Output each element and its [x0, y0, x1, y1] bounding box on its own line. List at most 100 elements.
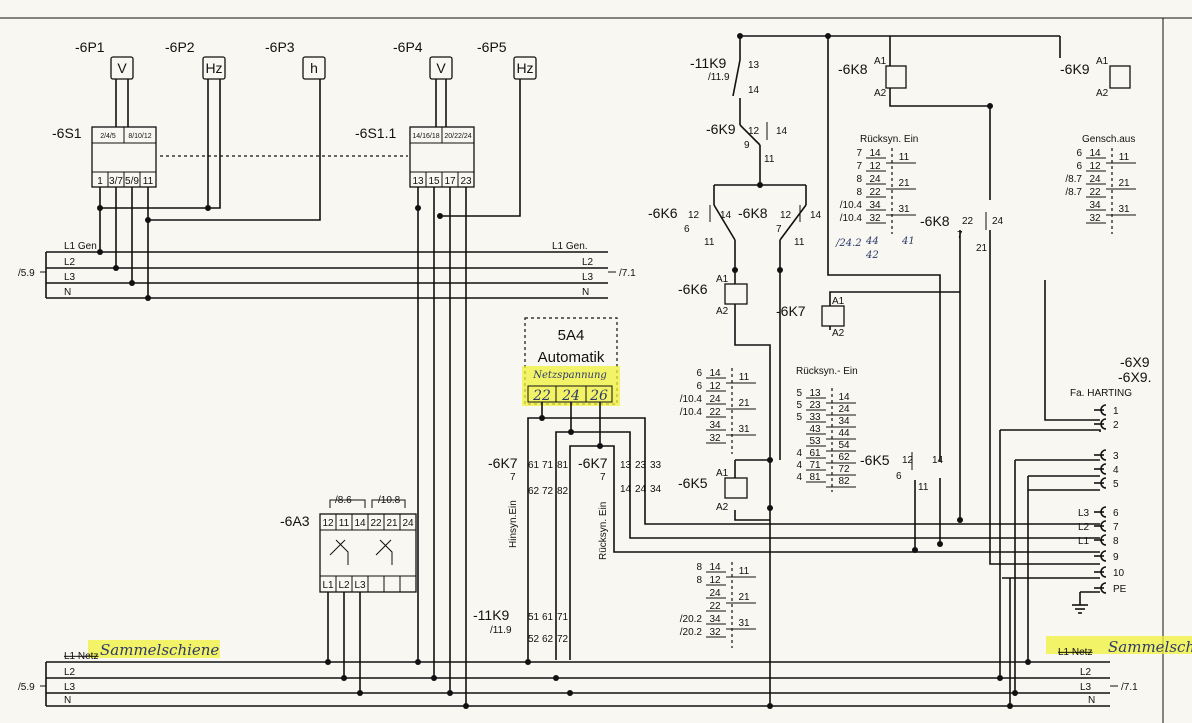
table-ref: /8.7 — [1065, 187, 1082, 198]
connector-pin-label: 10 — [1113, 568, 1125, 579]
bus-line-label: N — [1088, 695, 1095, 706]
contact-term: 9 — [744, 140, 750, 151]
relay-term: L1 — [322, 580, 334, 591]
control-wiring — [713, 33, 1101, 709]
table-ref: 8 — [856, 187, 862, 198]
table-ref: 8 — [696, 575, 702, 586]
table-ref: /10.4 — [680, 407, 703, 418]
relay-term: 14 — [354, 518, 366, 529]
coil-terminal: A1 — [1096, 56, 1109, 67]
table-term: 12 — [709, 381, 721, 392]
switch-6s1: -6S1 2/4/5 8/10/12 1 3/7 5/9 11 — [52, 125, 157, 188]
table-term: 21 — [898, 178, 910, 189]
contact-term: 81 — [557, 460, 569, 471]
contact-term: 72 — [557, 634, 569, 645]
table-term: 14 — [709, 562, 721, 573]
relay-term: 24 — [402, 518, 414, 529]
table-ref: 4 — [796, 448, 802, 459]
contact-term: 24 — [635, 484, 647, 495]
coil-terminal: A1 — [874, 56, 887, 67]
module-term: 22 — [532, 388, 551, 404]
connector-pin-label: 4 — [1113, 465, 1119, 476]
switch-term: 5/9 — [125, 176, 139, 187]
table-term: 22 — [869, 187, 881, 198]
table-ref: 5 — [796, 388, 802, 399]
contact-term: 61 — [528, 460, 540, 471]
contact-6k9: -6K9 12 14 9 11 — [706, 121, 788, 165]
table-ref: /10.4 — [680, 394, 703, 405]
bus-line-label: L2 — [64, 667, 76, 678]
bus-line-label: L2 — [1080, 667, 1092, 678]
contact-6k8-right: -6K8 22 24 7 21 — [920, 212, 1004, 254]
contact-tag: -6K8 — [738, 205, 768, 221]
meter-unit: V — [436, 60, 446, 76]
table-term: 43 — [809, 424, 821, 435]
handwritten-note: Sammelschie — [1108, 638, 1192, 656]
handwritten-note: 41 — [901, 236, 915, 247]
coil-6k9: -6K9 A1 A2 — [1060, 56, 1131, 99]
table-term: 12 — [869, 161, 881, 172]
table-ref: 8 — [856, 174, 862, 185]
relay-term: 11 — [339, 518, 350, 529]
table-term: 32 — [709, 627, 721, 638]
connector-tag: -6X9. — [1118, 369, 1151, 385]
table-term: 14 — [1089, 148, 1101, 159]
contact-tag: -11K9 — [690, 55, 727, 71]
connector-pin-label: 8 — [1113, 536, 1119, 547]
table-term: 62 — [838, 452, 850, 463]
contact-tag: -6K8 — [920, 213, 950, 229]
meter-6p2: -6P2 Hz — [165, 39, 226, 80]
table-term: 53 — [809, 436, 821, 447]
relay-term: L2 — [338, 580, 350, 591]
meter-tag: -6P2 — [165, 39, 195, 55]
switch-top-right: 8/10/12 — [128, 133, 151, 140]
switch-term: 13 — [412, 176, 424, 187]
connector-pin-label: 3 — [1113, 451, 1119, 462]
table-term: 34 — [838, 416, 850, 427]
switch-tag: -6S1.1 — [355, 125, 396, 141]
coil-tag: -6K8 — [838, 61, 868, 77]
table-ref: 8 — [696, 562, 702, 573]
contact-term: 52 — [528, 634, 540, 645]
contact-6k8-center: -6K8 12 14 7 11 — [738, 204, 822, 248]
table-term: 32 — [869, 213, 881, 224]
contact-term: 12 — [748, 126, 760, 137]
table-term: 31 — [738, 618, 750, 629]
table-term: 22 — [709, 407, 721, 418]
bus-ref-left: /5.9 — [18, 682, 35, 693]
contact-term: 62 — [542, 634, 554, 645]
contact-term: 14 — [810, 210, 822, 221]
generator-bus: /5.9 L1 Gen L2 L3 N L1 Gen. L2 L3 N /7.1 — [18, 241, 636, 301]
contact-ref: /11.9 — [490, 625, 512, 636]
contact-num: 7 — [600, 472, 606, 483]
table-ref: /8.7 — [1065, 174, 1082, 185]
bus-line-label: L3 — [64, 682, 76, 693]
contact-term: 6 — [684, 224, 690, 235]
table-term: 23 — [809, 400, 821, 411]
table-term: 11 — [739, 372, 750, 383]
switch-top-left: 14/16/18 — [412, 133, 439, 140]
coil-terminal: A1 — [832, 296, 845, 307]
table-term: 14 — [838, 392, 850, 403]
meter-unit: Hz — [205, 60, 222, 76]
bus-ref-right: /7.1 — [1121, 682, 1138, 693]
netz-bus: /5.9 L1 Netz L2 L3 N Sammelschiene L1 Ne… — [18, 636, 1192, 709]
handwritten-note: 44 — [865, 236, 879, 247]
meter-unit: V — [117, 60, 127, 76]
switch-term: 1 — [97, 176, 103, 187]
meter-6p5: -6P5 Hz — [477, 39, 537, 80]
table-term: 11 — [739, 566, 750, 577]
switch-tag: -6S1 — [52, 125, 82, 141]
switch-term: 15 — [428, 176, 440, 187]
table-ref: 6 — [696, 368, 702, 379]
connector-pin-label: PE — [1113, 584, 1127, 595]
bus-line-label: N — [64, 695, 71, 706]
contact-6k7-a: -6K7 7 61 71 81 62 72 82 — [488, 455, 569, 497]
automatik-5a4: 5A4 Automatik Netzspannung 22 24 26 — [522, 317, 1100, 660]
bus-line-label: N — [64, 287, 71, 298]
vertical-label: Rücksyn. Ein — [598, 502, 609, 560]
